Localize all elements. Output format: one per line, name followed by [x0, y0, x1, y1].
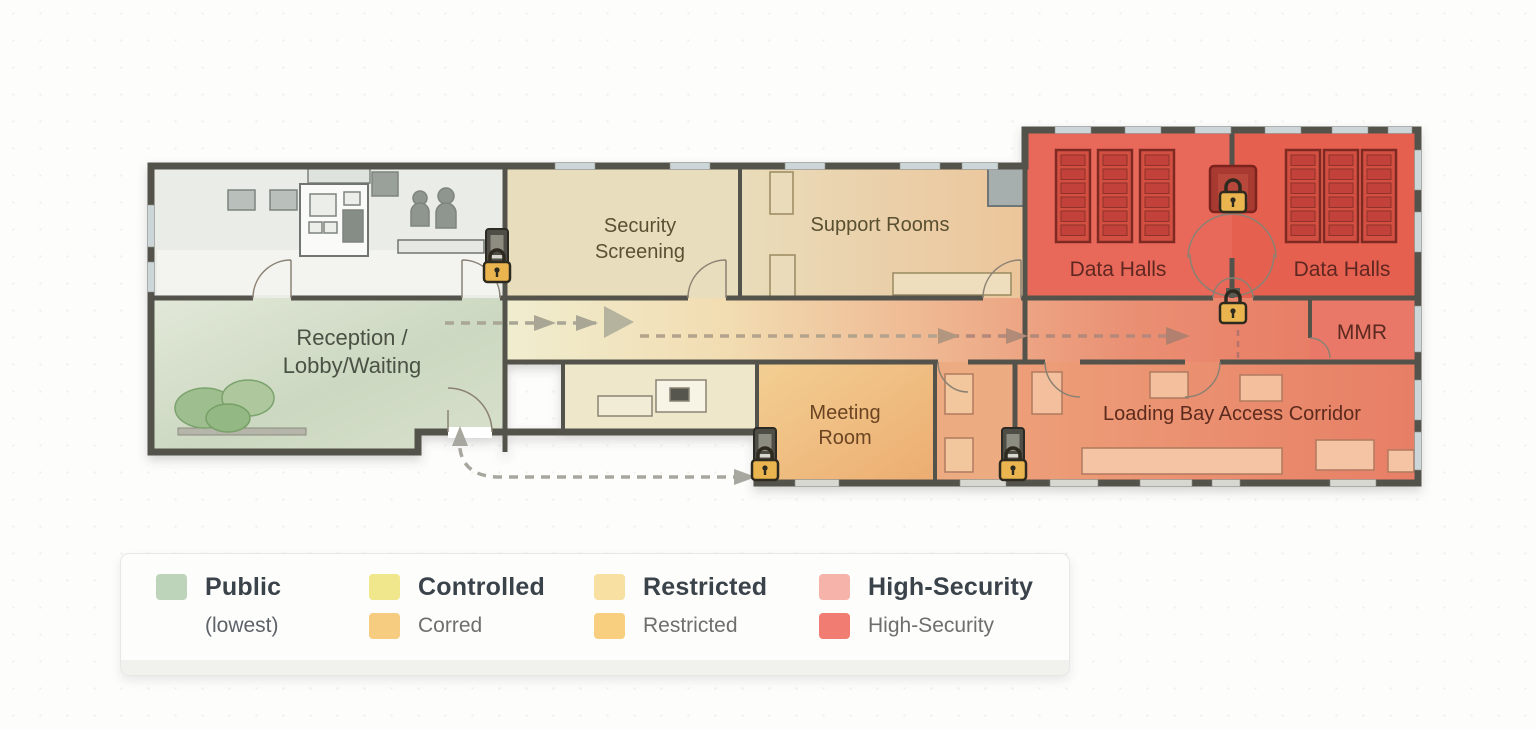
label-mmr: MMR: [1337, 321, 1387, 344]
legend-item: High-Security: [819, 610, 1059, 642]
label-security-2: Screening: [595, 241, 685, 263]
legend-item: Restricted: [594, 571, 819, 603]
arrowhead-icon: [452, 426, 468, 446]
room-security-screening: [505, 166, 740, 298]
label-meeting-2: Room: [818, 427, 871, 449]
corred-swatch-icon: [369, 613, 400, 639]
legend-item: Controlled: [369, 571, 594, 603]
label-reception-2: Lobby/Waiting: [283, 353, 422, 378]
building: [147, 126, 1422, 487]
high-security-swatch-icon: [819, 574, 850, 600]
room-meeting: [757, 362, 935, 483]
legend-label-high-security: High-Security: [868, 572, 1034, 601]
office-furniture: [597, 379, 707, 417]
access-point-reception: [482, 228, 512, 284]
arrowhead-icon: [734, 469, 756, 485]
legend-item: Corred: [369, 610, 594, 642]
legend-col-public: Public (lowest): [156, 571, 369, 642]
reception-furniture: [227, 167, 485, 257]
access-point-datahall-lower: [1218, 288, 1248, 325]
legend-item: (lowest): [156, 610, 369, 642]
walls: [147, 126, 1422, 487]
reception-counter-floor: [157, 250, 499, 295]
legend-label-controlled: Controlled: [418, 572, 545, 601]
access-point-loading: [998, 427, 1028, 482]
legend-item: Restricted: [594, 610, 819, 642]
legend-col-high-security: High-Security High-Security: [819, 571, 1059, 642]
controlled-swatch-icon: [369, 574, 400, 600]
restricted-swatch-icon: [594, 574, 625, 600]
door-swings: [252, 213, 1331, 433]
arrowhead-icon: [1006, 328, 1028, 344]
legend-sublabel-high-security: High-Security: [868, 614, 995, 637]
support-furniture: [769, 167, 1025, 298]
arrowhead-icon: [534, 315, 556, 331]
label-datahall-right: Data Halls: [1294, 258, 1391, 281]
legend-grid: Public (lowest) Controlled Corred Restri…: [156, 571, 1059, 642]
high-security-sub-swatch-icon: [819, 613, 850, 639]
public-swatch-icon: [156, 574, 187, 600]
legend-sublabel-lowest: (lowest): [205, 614, 279, 637]
arrowhead-icon: [576, 315, 598, 331]
room-mmr: [1310, 298, 1418, 362]
main-corridor: [505, 298, 1310, 362]
label-loading-bay: Loading Bay Access Corridor: [1103, 403, 1361, 425]
lobby-planting: [174, 379, 307, 436]
restricted-sub-swatch-icon: [594, 613, 625, 639]
entrance-door-gap: [448, 427, 492, 438]
legend-panel: Public (lowest) Controlled Corred Restri…: [120, 553, 1070, 676]
access-locks: [482, 164, 1258, 482]
legend-item: Public: [156, 571, 369, 603]
legend-sublabel-corred: Corred: [418, 614, 483, 637]
label-meeting: Meeting: [809, 402, 880, 424]
label-security: Security: [604, 215, 676, 237]
access-point-datahall-upper: [1208, 164, 1258, 214]
access-point-meeting: [750, 427, 780, 482]
legend-label-public: Public: [205, 572, 282, 601]
loading-furniture: [944, 371, 1415, 475]
label-reception: Reception /: [296, 325, 408, 350]
legend-item: High-Security: [819, 571, 1059, 603]
label-support: Support Rooms: [811, 214, 950, 236]
circulation-arrows: [445, 306, 1240, 485]
dashed-path-entrance: [458, 441, 742, 479]
legend-label-restricted: Restricted: [643, 572, 768, 601]
legend-col-controlled: Controlled Corred: [369, 571, 594, 642]
arrowhead-icon: [1166, 327, 1190, 345]
windows: [147, 126, 1422, 487]
legend-sublabel-restricted: Restricted: [643, 614, 738, 637]
label-datahall-left: Data Halls: [1070, 258, 1167, 281]
room-labels: Reception / Lobby/Waiting Security Scree…: [283, 214, 1391, 449]
big-arrow-icon: [604, 306, 634, 338]
legend-col-restricted: Restricted Restricted: [594, 571, 819, 642]
arrowhead-icon: [938, 328, 960, 344]
